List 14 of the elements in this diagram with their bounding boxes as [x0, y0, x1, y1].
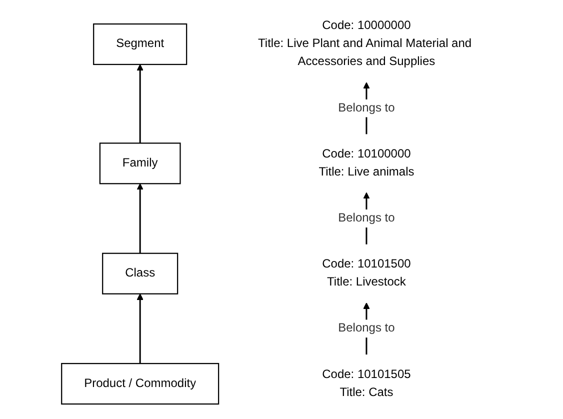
node-box: Segment — [93, 23, 188, 66]
arrow — [136, 294, 144, 364]
node-text: Code: 10101505 Title: Cats — [322, 368, 411, 399]
node-text: Code: 10101500 Title: Livestock — [322, 258, 411, 289]
node-text: Code: 10100000 Title: Live animals — [318, 148, 414, 178]
arrow — [136, 64, 144, 144]
node-text: Code: 10000000 Title: Live Plant and Animal Material and Accessories and Supplies — [258, 19, 472, 68]
arrow — [136, 183, 144, 254]
edge-label: Belongs to — [338, 322, 395, 335]
edge-label: Belongs to — [338, 102, 395, 114]
node-box: Family — [99, 142, 181, 184]
node-box: Class — [102, 252, 178, 294]
node-box: Product / Commodity — [61, 362, 220, 405]
edge-label: Belongs to — [338, 212, 395, 224]
